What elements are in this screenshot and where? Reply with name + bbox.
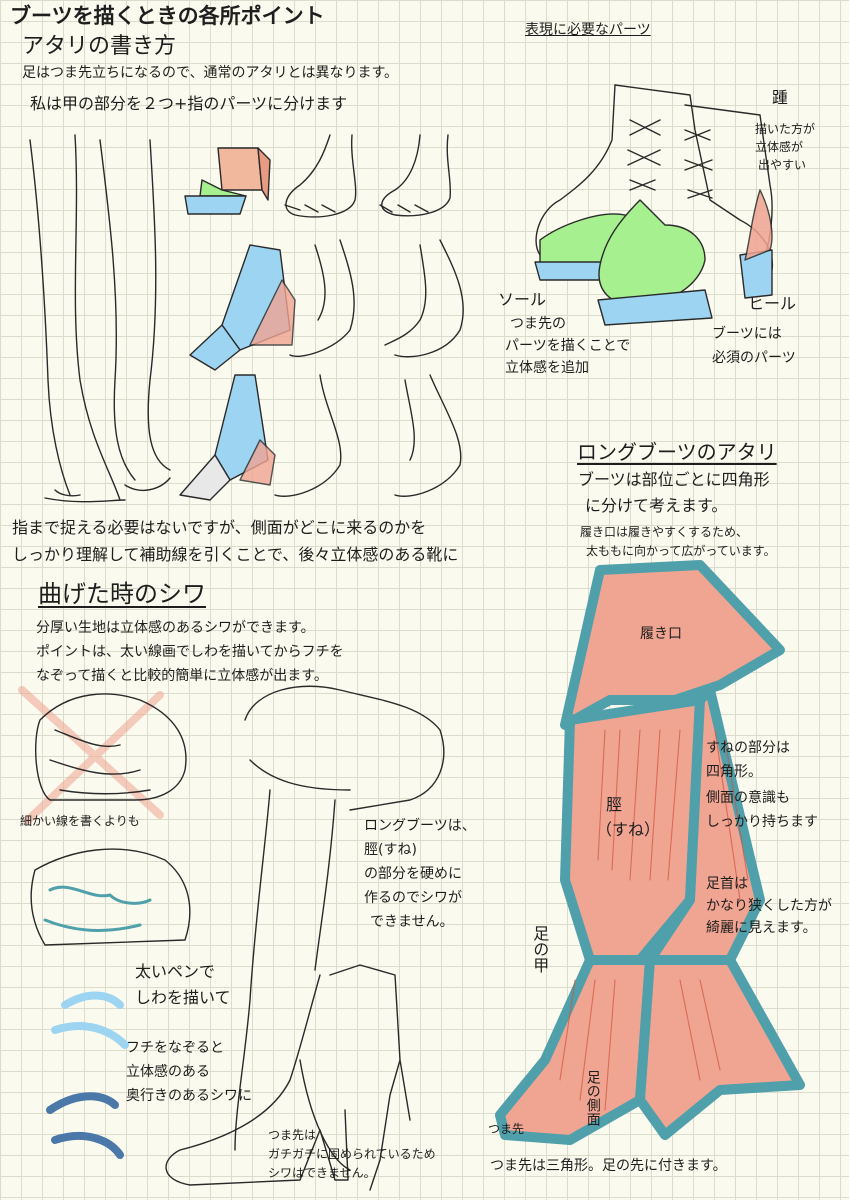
atari-heading: アタリの書き方 xyxy=(22,34,177,59)
wrinkles-toe-2: ガチガチに固められているため xyxy=(268,1147,436,1161)
atari-bottom-1: 指まで捉える必要はないですが、側面がどこに来るのかを xyxy=(12,518,427,537)
wrinkles-toe-1: つま先は xyxy=(268,1128,317,1142)
parts-heel-top: 踵 xyxy=(772,88,789,107)
long-boots-toe: つま先 xyxy=(488,1122,525,1136)
wrinkles-long-3: の部分を硬めに xyxy=(364,866,462,882)
wrinkles-toe-3: シワはできません。 xyxy=(268,1166,376,1180)
long-boots-line-1: ブーツは部位ごとに四角形 xyxy=(578,470,770,489)
parts-heel-req-1: ブーツには xyxy=(712,326,782,342)
long-boots-toe-note: つま先は三角形。足の先に付きます。 xyxy=(490,1158,727,1174)
parts-heel-note-3: 出やすい xyxy=(758,158,807,172)
long-boots-opening: 履き口 xyxy=(640,626,682,642)
long-boots-shin-note-2: 四角形。 xyxy=(706,764,762,780)
wrinkles-long-5: できません。 xyxy=(370,914,454,930)
wrinkles-long-4: 作るのでシワが xyxy=(364,890,462,906)
long-boots-shin-2: （すね） xyxy=(596,820,661,839)
long-boots-instep: 足の甲 xyxy=(530,925,550,973)
wrinkles-line-1: 分厚い生地は立体感のあるシワができます。 xyxy=(36,620,315,636)
ankle-boots-sketch xyxy=(534,84,774,326)
wrinkles-edge-1: フチをなぞると xyxy=(126,1040,224,1056)
parts-heel: ヒール xyxy=(748,294,797,313)
parts-sole-note-3: 立体感を追加 xyxy=(505,360,589,376)
long-boots-ankle-1: 足首は xyxy=(706,876,748,892)
wrinkles-line-3: なぞって描くと比較的簡単に立体感が出ます。 xyxy=(36,668,328,684)
wrinkles-edge-2: 立体感のある xyxy=(126,1064,210,1080)
wrinkles-pen-2: しわを描いて xyxy=(135,988,231,1007)
long-boots-shin-note-4: しっかり持ちます xyxy=(706,814,818,830)
parts-sole: ソール xyxy=(498,290,547,309)
long-boots-note-2: 太ももに向かって広がっています。 xyxy=(586,544,776,558)
parts-sole-note-2: パーツを描くことで xyxy=(505,338,631,354)
wrinkles-line-2: ポイントは、太い線画でしわを描いてからフチを xyxy=(36,644,344,660)
wrinkles-long-1: ロングブーツは、 xyxy=(364,818,476,834)
long-boots-shin-note-1: すねの部分は xyxy=(706,740,790,756)
long-boots-ankle-3: 綺麗に見えます。 xyxy=(706,920,817,936)
parts-heading: 表現に必要なパーツ xyxy=(525,22,651,38)
tiptoe-foot-planes-2 xyxy=(179,374,276,501)
long-boots-ankle-2: かなり狭くした方が xyxy=(706,898,832,914)
parts-heel-note-1: 描いた方が xyxy=(755,122,816,136)
long-boots-diagram xyxy=(495,560,805,1145)
foot-block-guide xyxy=(184,147,271,215)
wrinkles-edge-3: 奥行きのあるシワに xyxy=(126,1088,252,1104)
atari-bottom-2: しっかり理解して補助線を引くことで、後々立体感のある靴に xyxy=(12,545,459,564)
parts-heel-req-2: 必須のパーツ xyxy=(712,350,796,366)
atari-note-2: 私は甲の部分を２つ+指のパーツに分けます xyxy=(30,94,348,113)
wrinkles-long-2: 脛(すね) xyxy=(364,842,417,858)
long-boots-heading: ロングブーツのアタリ xyxy=(577,440,777,464)
parts-heel-note-2: 立体感が xyxy=(755,140,804,154)
long-boots-side: 足の側面 xyxy=(584,1070,601,1126)
tiptoe-foot-planes xyxy=(189,244,296,371)
parts-sole-note-1: つま先の xyxy=(510,316,566,332)
wrinkles-heading: 曲げた時のシワ xyxy=(38,580,206,608)
standing-legs-sketch xyxy=(29,134,171,503)
wrinkles-fine: 細かい線を書くよりも xyxy=(20,814,140,828)
long-boots-note-1: 履き口は履きやすくするため、 xyxy=(580,525,749,539)
long-boots-line-2: に分けて考えます。 xyxy=(585,496,728,515)
bent-knee-boot-sketch xyxy=(165,685,445,1191)
long-boots-shin-1: 脛 xyxy=(606,795,623,814)
atari-note-1: 足はつま先立ちになるので、通常のアタリとは異なります。 xyxy=(22,65,399,81)
page-title: ブーツを描くときの各所ポイント xyxy=(10,4,325,28)
wrinkles-pen-1: 太いペンで xyxy=(135,962,216,981)
long-boots-shin-note-3: 側面の意識も xyxy=(706,790,790,806)
